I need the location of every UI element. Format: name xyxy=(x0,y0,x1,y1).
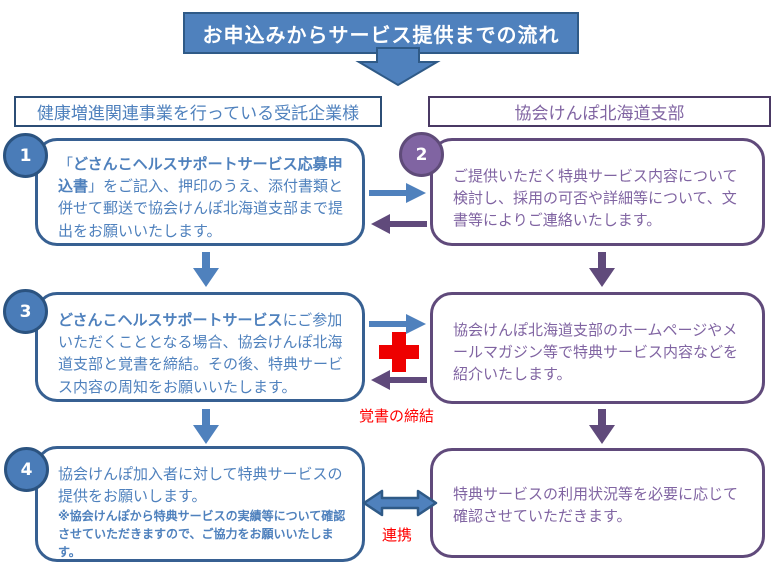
usage-check-box: 特典サービスの利用状況等を必要に応じて確認させていただきます。 xyxy=(430,448,765,558)
down-arrow-blue-icon xyxy=(193,252,219,287)
page-title: お申込みからサービス提供までの流れ xyxy=(202,22,560,47)
step1-text-pre: 「 xyxy=(58,155,74,173)
step2-number-badge: 2 xyxy=(399,132,444,177)
column-header-company: 健康増進関連事業を行っている受託企業様 xyxy=(14,96,382,127)
publicize-box: 協会けんぽ北海道支部のホームページやメールマガジン等で特典サービス内容などを紹介… xyxy=(430,292,765,404)
left-arrow-icon xyxy=(371,370,427,390)
step4-number-badge: 4 xyxy=(4,447,49,492)
double-arrow-icon xyxy=(362,489,438,517)
step3-text-bold: どさんこヘルスサポートサービス xyxy=(58,311,283,329)
down-arrow-purple-icon xyxy=(589,409,615,444)
step3-number-badge: 3 xyxy=(3,289,48,334)
left-arrow-icon xyxy=(371,214,427,234)
step1-text-bold: どさんこヘルスサポートサービス応募申込書 xyxy=(58,155,343,196)
step3-number: 3 xyxy=(19,301,32,322)
step4-number: 4 xyxy=(20,459,33,480)
cooperation-label: 連携 xyxy=(382,526,413,544)
right-arrow-icon xyxy=(369,183,426,203)
step2-number: 2 xyxy=(415,144,428,165)
usage-check-text: 特典サービスの利用状況等を必要に応じて確認させていただきます。 xyxy=(453,485,739,526)
column-header-company-label: 健康増進関連事業を行っている受託企業様 xyxy=(36,104,360,124)
step2-box: ご提供いただく特典サービス内容について検討し、採用の可否や詳細等について、文書等… xyxy=(430,138,765,246)
publicize-text: 協会けんぽ北海道支部のホームページやメールマガジン等で特典サービス内容などを紹介… xyxy=(453,321,739,384)
memorandum-label: 覚書の締結 xyxy=(359,407,435,425)
step1-text-post: 」をご記入、押印のうえ、添付書類と併せて郵送で協会けんぽ北海道支部まで提出をお願… xyxy=(58,177,344,240)
step3-box: どさんこヘルスサポートサービスにご参加いただくこととなる場合、協会けんぽ北海道支… xyxy=(35,292,365,402)
step2-text: ご提供いただく特典サービス内容について検討し、採用の可否や詳細等について、文書等… xyxy=(453,167,738,230)
step1-number: 1 xyxy=(19,145,32,166)
step3-text-post: にご参加いただくこととなる場合、協会けんぽ北海道支部と覚書を締結。その後、特典サ… xyxy=(58,311,344,396)
right-arrow-icon xyxy=(369,314,426,334)
step1-box: 「どさんこヘルスサポートサービス応募申込書」をご記入、押印のうえ、添付書類と併せ… xyxy=(35,138,365,246)
title-down-arrow-icon xyxy=(355,47,441,87)
column-header-kyokai-label: 協会けんぽ北海道支部 xyxy=(514,104,685,124)
down-arrow-purple-icon xyxy=(589,252,615,287)
step4-box: 協会けんぽ加入者に対して特典サービスの提供をお願いします。 ※協会けんぽから特典… xyxy=(35,446,365,562)
down-arrow-blue-icon xyxy=(193,409,219,444)
step4-text-note: ※協会けんぽから特典サービスの実績等について確認させていただきますので、ご協力を… xyxy=(58,509,346,560)
plus-icon xyxy=(379,332,419,372)
step4-text-main: 協会けんぽ加入者に対して特典サービスの提供をお願いします。 xyxy=(58,465,343,506)
step1-number-badge: 1 xyxy=(3,133,48,178)
column-header-kyokai: 協会けんぽ北海道支部 xyxy=(428,96,771,127)
